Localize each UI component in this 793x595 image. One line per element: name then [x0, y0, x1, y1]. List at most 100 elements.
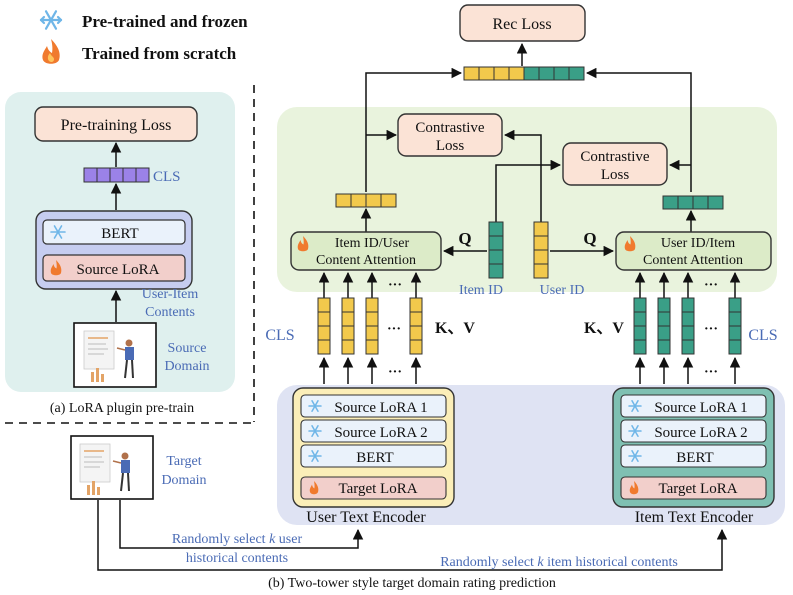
contrastive-loss-right-box — [562, 142, 668, 186]
source-label: Source — [168, 341, 207, 356]
item-source-lora-1-box — [620, 394, 767, 418]
user-source-lora-1-label: Source LoRA 1 — [334, 400, 427, 416]
user-source-lora-2-label: Source LoRA 2 — [334, 425, 427, 441]
user-attention-label-2: Content Attention — [643, 253, 743, 268]
snowflake-icon — [308, 425, 322, 437]
target-domain-label: Domain — [161, 473, 206, 488]
snowflake-icon — [308, 400, 322, 412]
item-attention-label-2: Content Attention — [316, 253, 416, 268]
flame-icon — [309, 481, 319, 495]
arrow-select-user-contents — [119, 500, 364, 549]
item-source-lora-1-label: Source LoRA 1 — [654, 400, 747, 416]
item-token-columns — [633, 297, 742, 355]
rec-loss-box — [459, 4, 586, 42]
source-domain-label: Domain — [164, 359, 209, 374]
pretrain-source-lora-label: Source LoRA — [77, 262, 160, 278]
target-caption: (b) Two-tower style target domain rating… — [268, 576, 556, 591]
arrow-user-id-to-contrastive-left — [503, 129, 542, 222]
user-id-token — [533, 221, 549, 279]
flame-icon — [42, 39, 60, 64]
kv-label-left: K、V — [435, 320, 475, 337]
item-output-vector — [662, 195, 724, 210]
item-attention-box — [290, 231, 442, 271]
user-attention-label-1: User ID/Item — [661, 236, 735, 251]
legend-frozen-label: Pre-trained and frozen — [82, 12, 248, 31]
contents-label: Contents — [145, 305, 195, 320]
user-bert-label: BERT — [356, 450, 393, 466]
flame-icon — [624, 236, 636, 252]
user-id-label: User ID — [540, 283, 585, 298]
pretrain-cls-label: CLS — [153, 169, 181, 185]
target-label: Target — [166, 454, 201, 469]
arrows-item-tokens-to-attn — [634, 271, 741, 298]
item-target-lora-box — [620, 476, 767, 500]
user-attention-box — [615, 231, 772, 271]
ellipsis-user-tokens: ··· — [387, 322, 401, 337]
item-source-lora-2-label: Source LoRA 2 — [654, 425, 747, 441]
user-item-label: User-Item — [142, 287, 199, 302]
rec-loss-label: Rec Loss — [492, 16, 551, 33]
pretrain-bert-label: BERT — [101, 226, 138, 242]
concatenated-vector — [463, 66, 585, 81]
snowflake-icon — [628, 425, 642, 437]
flame-icon — [50, 260, 62, 276]
user-output-vector — [335, 193, 397, 208]
pretrain-caption: (a) LoRA plugin pre-train — [50, 401, 194, 416]
arrows-user-encoder-to-tokens — [318, 356, 422, 384]
ellipsis-item-tokens: ··· — [704, 322, 718, 337]
pretraining-loss-box — [34, 106, 198, 142]
user-cls-label: CLS — [265, 327, 294, 344]
arrow-item-vec-to-concat — [585, 67, 692, 192]
contrastive-loss-left-label-2: Loss — [436, 138, 465, 154]
user-text-encoder-title: User Text Encoder — [306, 509, 426, 526]
flame-icon — [629, 481, 639, 495]
select-user-label-2: historical contents — [186, 551, 288, 566]
item-target-lora-label: Target LoRA — [658, 481, 737, 497]
q-label-left: Q — [458, 229, 471, 248]
pretraining-loss-label: Pre-training Loss — [61, 117, 172, 134]
select-user-label-1: Randomly select k user — [172, 532, 303, 547]
legend-scratch-label: Trained from scratch — [82, 44, 237, 63]
arrows-item-encoder-to-tokens — [634, 356, 741, 384]
snowflake-icon — [628, 400, 642, 412]
q-label-right: Q — [583, 229, 596, 248]
arrow-user-vec-to-concat — [365, 67, 463, 192]
user-source-lora-1-box — [300, 394, 447, 418]
item-source-lora-2-box — [620, 419, 767, 443]
snowflake-icon — [628, 450, 642, 462]
flame-icon — [297, 236, 309, 252]
item-attention-label-1: Item ID/User — [335, 236, 410, 251]
user-source-lora-2-box — [300, 419, 447, 443]
select-item-label: Randomly select k item historical conten… — [440, 555, 678, 570]
user-target-lora-label: Target LoRA — [338, 481, 417, 497]
target-domain-illustration — [70, 435, 154, 500]
contrastive-loss-left-box — [397, 113, 503, 157]
pretrain-bert-box — [42, 219, 186, 245]
ellipsis-user-encoder: ··· — [388, 365, 402, 380]
user-token-columns — [317, 297, 423, 355]
contrastive-loss-right-label-2: Loss — [601, 167, 630, 183]
item-bert-box — [620, 444, 767, 468]
arrows-user-tokens-to-attn — [318, 271, 422, 298]
user-bert-box — [300, 444, 447, 468]
kv-label-right: K、V — [584, 320, 624, 337]
pretrain-panel: Pre-training Loss CLS BERT Source LoRA U… — [5, 92, 235, 416]
user-target-lora-box — [300, 476, 447, 500]
target-panel: Rec Loss Contrastive Loss Contrastive Lo… — [70, 4, 785, 591]
snowflake-icon — [308, 450, 322, 462]
source-domain-illustration — [73, 322, 157, 388]
snowflake-icon — [39, 10, 63, 30]
contrastive-loss-left-label-1: Contrastive — [415, 120, 484, 136]
arrow-select-item-contents — [97, 500, 728, 571]
cls-token-bar — [83, 167, 150, 183]
snowflake-icon — [50, 225, 66, 239]
item-id-token — [488, 221, 504, 279]
ellipsis-item-encoder: ··· — [704, 365, 718, 380]
legend: Pre-trained and frozen Trained from scra… — [39, 10, 248, 64]
contrastive-loss-right-label-1: Contrastive — [580, 149, 649, 165]
ellipsis-user-attn: ··· — [388, 278, 402, 293]
arrow-item-id-to-contrastive-right — [495, 159, 562, 222]
item-text-encoder-title: Item Text Encoder — [635, 509, 754, 526]
item-bert-label: BERT — [676, 450, 713, 466]
